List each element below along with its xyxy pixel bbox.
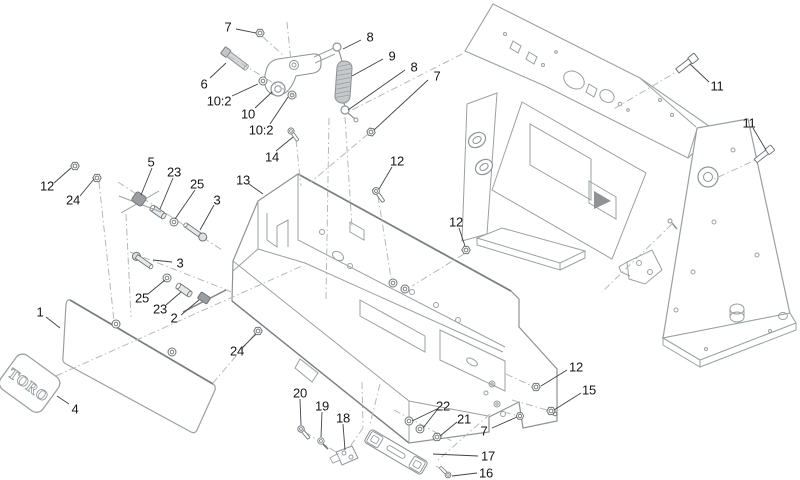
grommet-5 — [118, 190, 162, 214]
callout-10-2-a: 10:2 — [206, 93, 232, 109]
callout-9: 9 — [388, 48, 396, 64]
callout-23-a: 23 — [166, 164, 182, 180]
callout-12-b: 12 — [39, 178, 55, 194]
callout-3-b: 3 — [176, 255, 184, 271]
callout-24-b: 24 — [229, 343, 245, 359]
screw-19-shank — [322, 443, 329, 450]
washer-22b — [415, 424, 425, 434]
callout-1: 1 — [36, 304, 44, 320]
callout-8-a: 8 — [366, 29, 374, 45]
callout-18: 18 — [335, 410, 351, 426]
callout-8-b: 8 — [410, 59, 418, 75]
callout-7-a: 7 — [224, 19, 232, 35]
callout-2: 2 — [170, 310, 178, 326]
washer-22a — [404, 416, 414, 426]
nut-12-mid — [461, 245, 471, 255]
screw-16 — [437, 464, 453, 480]
toro-decal: TORO — [0, 353, 61, 413]
pin-2 — [182, 289, 227, 313]
callout-10-2-b: 10:2 — [248, 122, 274, 138]
callout-25-b: 25 — [134, 290, 150, 306]
washer-25a — [169, 217, 179, 227]
callout-12-c: 12 — [448, 214, 464, 230]
callout-10: 10 — [240, 106, 256, 122]
nut-12-right — [531, 382, 541, 392]
callout-24-a: 24 — [65, 192, 81, 208]
callout-21: 21 — [456, 411, 472, 427]
nut-24-left — [92, 173, 102, 183]
nut-21 — [432, 432, 442, 442]
main-frame-part — [231, 173, 558, 444]
nut-7-mid — [365, 127, 377, 137]
callout-17: 17 — [480, 448, 496, 464]
bolt-11b — [753, 144, 775, 164]
callout-19: 19 — [314, 398, 330, 414]
callout-16: 16 — [478, 465, 494, 480]
callout-7-c: 7 — [480, 423, 488, 439]
callout-3-a: 3 — [213, 192, 221, 208]
callout-7-b: 7 — [433, 68, 441, 84]
cover-panel-part — [62, 299, 216, 434]
callout-20: 20 — [292, 385, 308, 401]
callout-6: 6 — [200, 76, 208, 92]
nut-24-frame — [253, 326, 263, 336]
fasteners — [70, 28, 775, 480]
callout-11-b: 11 — [742, 115, 756, 131]
nut-15 — [546, 406, 556, 416]
callout-15: 15 — [581, 382, 597, 398]
callout-22: 22 — [435, 398, 451, 414]
callout-13: 13 — [235, 172, 251, 188]
callout-5: 5 — [147, 154, 155, 170]
bolt-3a — [183, 222, 208, 242]
callout-12-a: 12 — [389, 153, 405, 169]
callout-11-a: 11 — [710, 78, 724, 94]
nut-15-collar — [552, 411, 558, 417]
bolt-11a — [675, 52, 699, 74]
nut-7-bottom — [515, 412, 525, 420]
callout-14: 14 — [264, 149, 280, 165]
nut-7-top — [255, 28, 265, 38]
spring-part — [332, 42, 359, 123]
bolt-20 — [295, 423, 312, 442]
callout-leader-lines — [45, 28, 767, 477]
adjuster-strip-part — [329, 429, 428, 475]
tower-frame-part — [461, 3, 797, 368]
spacer-23a — [148, 203, 168, 221]
callout-23-b: 23 — [152, 301, 168, 317]
callout-4: 4 — [71, 401, 79, 417]
bolt-6 — [220, 46, 249, 71]
callout-12-d: 12 — [568, 359, 584, 375]
cable-clip-part — [329, 445, 359, 466]
bolt-3b — [131, 251, 154, 270]
screw-19 — [317, 437, 325, 445]
lever-bracket-part — [220, 46, 336, 100]
nut-12-left — [70, 161, 80, 171]
callout-25-a: 25 — [189, 176, 205, 192]
